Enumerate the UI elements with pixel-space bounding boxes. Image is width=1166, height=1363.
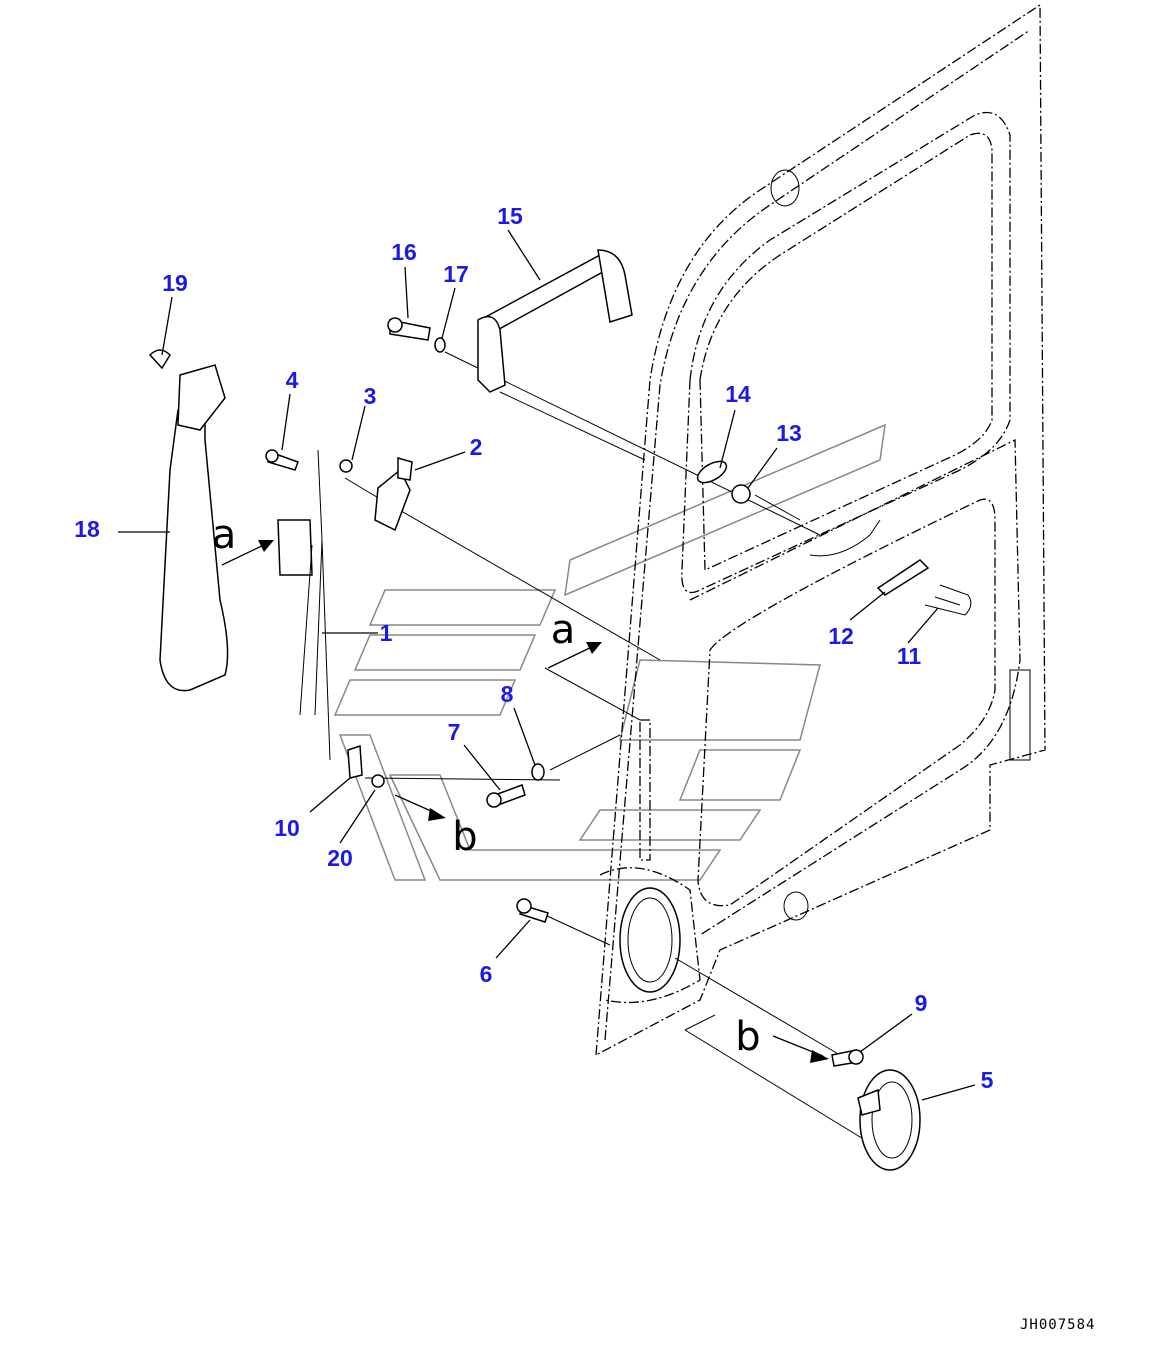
callout-13: 13: [776, 420, 802, 446]
view-ref-a-source: a: [212, 512, 237, 558]
callout-5: 5: [981, 1067, 994, 1093]
callout-16: 16: [391, 239, 417, 265]
callout-12: 12: [828, 623, 854, 649]
watermark-logo: [333, 423, 886, 881]
callout-4: 4: [286, 367, 299, 393]
part-12-plate: [876, 559, 930, 596]
callout-2: 2: [470, 434, 483, 460]
callout-1: 1: [380, 620, 393, 646]
view-ref-a-target: a: [551, 607, 576, 653]
part-10-clip: [347, 744, 363, 779]
callout-11: 11: [897, 643, 922, 669]
part-4-bolt: [265, 449, 299, 471]
part-11-u-bolt: [924, 584, 972, 616]
view-arrows: [221, 540, 829, 1063]
callout-15: 15: [497, 203, 523, 229]
callout-17: 17: [443, 261, 469, 287]
callout-9: 9: [915, 990, 928, 1016]
drawing-code: JH007584: [1020, 1317, 1095, 1333]
view-ref-b-target: b: [735, 1014, 760, 1060]
callout-leaders: [118, 229, 976, 1101]
part-20-washer: [371, 774, 385, 788]
callout-7: 7: [448, 719, 461, 745]
part-16-bolt: [387, 317, 431, 341]
assembly-lines: [344, 351, 866, 1141]
callout-10: 10: [274, 815, 300, 841]
part-9-screw: [831, 1049, 864, 1067]
part-3-nut: [339, 459, 353, 473]
part-15-grab-handle: [477, 249, 633, 393]
part-19-clip: [148, 349, 171, 370]
callout-18: 18: [74, 516, 100, 542]
part-13-nut: [731, 484, 751, 504]
callout-3: 3: [364, 383, 377, 409]
cab-door-panel: [595, 3, 1046, 1056]
callout-14: 14: [725, 381, 751, 407]
part-5-handle-cup: [857, 1069, 921, 1171]
view-reference-labels: a a b b: [212, 512, 761, 1060]
part-1-lock-assembly: [277, 449, 331, 761]
callout-19: 19: [162, 270, 188, 296]
callout-6: 6: [480, 961, 493, 987]
callout-labels: 1 2 3 4 5 6 7 8 9 10 11 12 13 14 15 16 1…: [74, 203, 993, 1093]
part-18-trim-cover: [159, 364, 229, 692]
part-8-washer: [531, 763, 545, 781]
view-ref-b-source: b: [452, 814, 477, 860]
part-14-cap: [696, 460, 728, 484]
part-17-washer: [434, 337, 446, 353]
part-2-striker: [374, 457, 413, 532]
callout-8: 8: [501, 681, 514, 707]
callout-20: 20: [327, 845, 353, 871]
part-7-bolt: [486, 784, 526, 808]
part-6-bolt: [516, 898, 549, 923]
